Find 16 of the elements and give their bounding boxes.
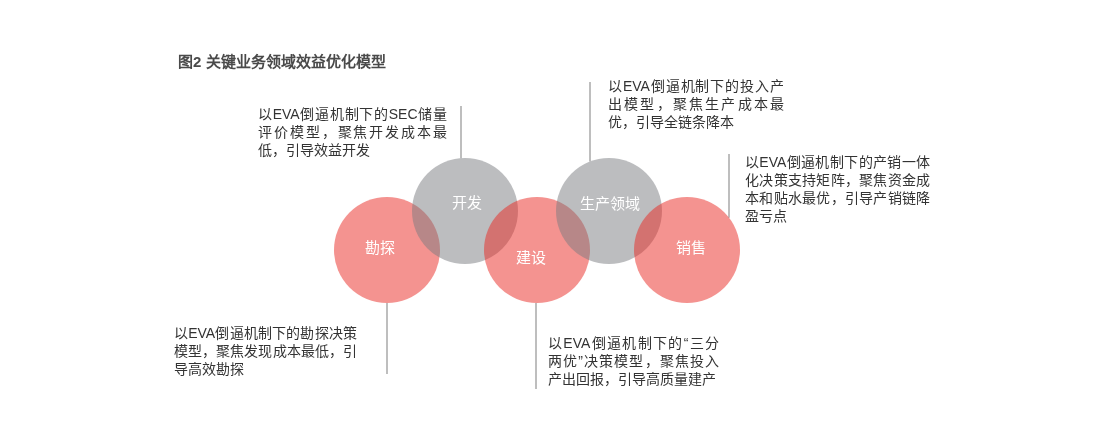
leader-line [535,302,537,390]
annotation-text: 以EVA倒逼机制下的投入产出模型，聚焦生产成本最优，引导全链条降本 [590,77,784,131]
circle-label: 开发 [452,194,482,212]
leader-line [728,153,730,219]
circle-label: 生产领域 [580,195,640,213]
annotation-text: 以EVA倒逼机制下的SEC储量评价模型，聚焦开发成本最低，引导效益开发 [258,105,461,159]
annotation-text: 以EVA倒逼机制下的勘探决策模型，聚焦发现成本最低，引导高效勘探 [174,324,387,378]
annotation-text: 以EVA倒逼机制下的“三分两优”决策模型，聚焦投入产出回报，引导高质量建产 [536,334,719,388]
circle-label: 建设 [516,249,546,267]
leader-line [589,81,591,163]
leader-line [386,302,388,375]
annotation-text: 以EVA倒逼机制下的产销一体化决策支持矩阵，聚焦资金成本和贴水最优，引导产销链降盈亏点 [729,153,930,225]
figure-title: 图2 关键业务领域效益优化模型 [178,52,386,71]
leader-line [460,105,462,159]
circle-label: 销售 [676,239,706,257]
circle-label: 勘探 [365,239,395,257]
